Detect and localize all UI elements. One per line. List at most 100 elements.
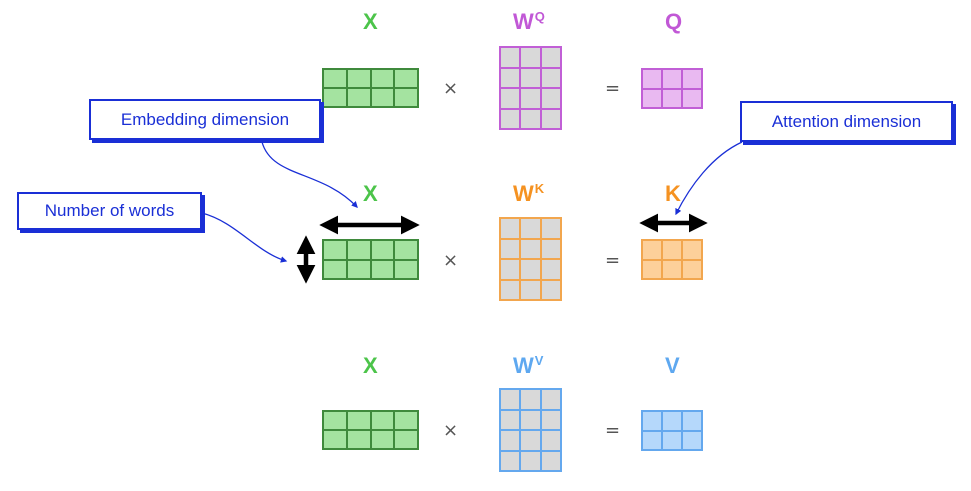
equals-sign-v-row: = bbox=[605, 420, 621, 441]
matrix-cell bbox=[500, 238, 521, 259]
x-matrix-k-row bbox=[322, 239, 419, 280]
wq-label-sup: Q bbox=[534, 9, 545, 24]
matrix-cell bbox=[370, 240, 395, 260]
x-matrix-q-row bbox=[322, 68, 419, 108]
wq-label: WQ bbox=[513, 9, 545, 34]
matrix-cell bbox=[323, 430, 347, 449]
embedding-dimension-callout: Embedding dimension bbox=[89, 99, 321, 140]
matrix-cell bbox=[500, 279, 521, 300]
matrix-cell bbox=[500, 67, 521, 88]
matrix-cell bbox=[520, 259, 541, 280]
matrix-cell bbox=[540, 47, 561, 68]
matrix-cell bbox=[520, 430, 541, 451]
matrix-cell bbox=[682, 88, 702, 108]
pointer-arrow-icon bbox=[261, 141, 358, 208]
equals-sign-q-row: = bbox=[605, 78, 621, 99]
matrix-cell bbox=[520, 389, 541, 410]
matrix-cell bbox=[540, 450, 561, 471]
times-sign-v-row: × bbox=[443, 420, 459, 441]
matrix-cell bbox=[323, 411, 347, 430]
matrix-cell bbox=[520, 88, 541, 109]
wv-label: WV bbox=[513, 354, 543, 377]
k-matrix bbox=[641, 239, 703, 280]
wq-matrix bbox=[499, 46, 562, 130]
matrix-cell bbox=[540, 389, 561, 410]
matrix-cell bbox=[520, 409, 541, 430]
wq-label-base: W bbox=[513, 9, 534, 34]
matrix-cell bbox=[540, 259, 561, 280]
q-label: Q bbox=[665, 9, 683, 34]
matrix-cell bbox=[540, 108, 561, 129]
matrix-cell bbox=[682, 240, 702, 260]
matrix-cell bbox=[662, 259, 682, 279]
matrix-cell bbox=[682, 430, 702, 450]
matrix-cell bbox=[662, 240, 682, 260]
wv-matrix bbox=[499, 388, 562, 472]
matrix-cell bbox=[323, 69, 347, 88]
matrix-cell bbox=[520, 238, 541, 259]
matrix-cell bbox=[500, 409, 521, 430]
wk-label-sup: K bbox=[534, 181, 545, 196]
matrix-cell bbox=[394, 69, 418, 88]
matrix-cell bbox=[642, 88, 662, 108]
matrix-cell bbox=[642, 240, 662, 260]
matrix-cell bbox=[394, 430, 418, 449]
pointer-arrow-icon bbox=[675, 141, 743, 216]
times-sign-q-row: × bbox=[443, 78, 459, 99]
equals-sign-k-row: = bbox=[605, 250, 621, 271]
matrix-cell bbox=[540, 88, 561, 109]
matrix-cell bbox=[662, 69, 682, 89]
matrix-cell bbox=[520, 108, 541, 129]
matrix-cell bbox=[500, 47, 521, 68]
attention-dimension-callout: Attention dimension bbox=[740, 101, 953, 142]
matrix-cell bbox=[394, 411, 418, 430]
x-label-k-row: X bbox=[363, 181, 378, 206]
matrix-cell bbox=[520, 218, 541, 239]
matrix-cell bbox=[323, 88, 347, 107]
matrix-cell bbox=[500, 108, 521, 129]
matrix-cell bbox=[370, 430, 395, 449]
number-of-words-callout: Number of words bbox=[17, 192, 202, 230]
pointer-arrow-icon bbox=[201, 212, 288, 263]
matrix-cell bbox=[520, 67, 541, 88]
matrix-cell bbox=[540, 409, 561, 430]
matrix-cell bbox=[520, 279, 541, 300]
matrix-cell bbox=[500, 389, 521, 410]
matrix-cell bbox=[394, 240, 418, 260]
matrix-cell bbox=[323, 240, 347, 260]
matrix-cell bbox=[540, 218, 561, 239]
matrix-cell bbox=[662, 411, 682, 431]
matrix-cell bbox=[346, 69, 371, 88]
v-matrix bbox=[641, 410, 703, 451]
matrix-cell bbox=[682, 411, 702, 431]
matrix-cell bbox=[642, 411, 662, 431]
x-label-q-row: X bbox=[363, 9, 378, 34]
matrix-cell bbox=[642, 259, 662, 279]
matrix-cell bbox=[540, 238, 561, 259]
matrix-cell bbox=[500, 218, 521, 239]
matrix-cell bbox=[520, 450, 541, 471]
wk-label: WK bbox=[513, 181, 545, 205]
matrix-cell bbox=[540, 430, 561, 451]
matrix-cell bbox=[500, 450, 521, 471]
matrix-cell bbox=[500, 430, 521, 451]
matrix-cell bbox=[346, 411, 371, 430]
matrix-cell bbox=[642, 69, 662, 89]
matrix-cell bbox=[662, 88, 682, 108]
matrix-cell bbox=[500, 259, 521, 280]
matrix-cell bbox=[394, 88, 418, 107]
k-label: K bbox=[665, 181, 681, 206]
matrix-cell bbox=[642, 430, 662, 450]
q-matrix bbox=[641, 68, 703, 109]
matrix-cell bbox=[370, 69, 395, 88]
matrix-cell bbox=[346, 88, 371, 107]
matrix-cell bbox=[370, 411, 395, 430]
matrix-cell bbox=[346, 259, 371, 279]
matrix-cell bbox=[500, 88, 521, 109]
matrix-cell bbox=[370, 88, 395, 107]
v-label: V bbox=[665, 353, 680, 378]
matrix-cell bbox=[520, 47, 541, 68]
matrix-cell bbox=[682, 69, 702, 89]
